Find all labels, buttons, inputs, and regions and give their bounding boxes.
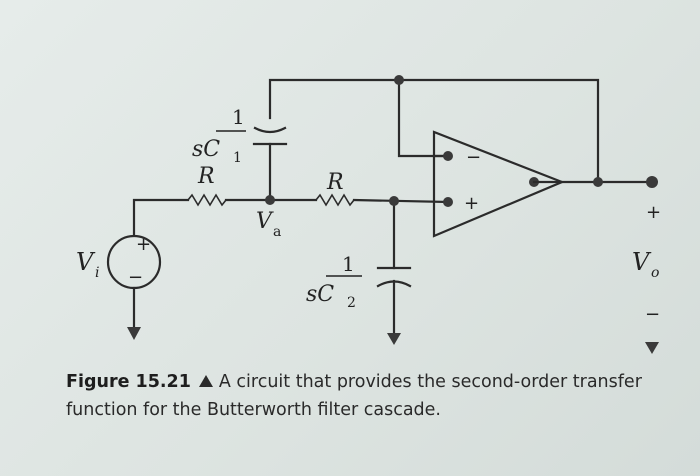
vi-subscript: i bbox=[95, 265, 99, 281]
top-junction-node bbox=[394, 75, 404, 85]
noninverting-input-wire bbox=[352, 198, 450, 204]
vo-label: V bbox=[632, 248, 652, 276]
output-minus-terminal bbox=[645, 342, 659, 354]
inverting-input-wire bbox=[397, 78, 450, 158]
noninverting-input-node bbox=[443, 197, 453, 207]
c2-numerator: 1 bbox=[342, 252, 355, 276]
opamp-plus-sign: + bbox=[464, 193, 479, 214]
va-label: V bbox=[256, 209, 274, 234]
output-minus-sign: − bbox=[645, 304, 660, 325]
va-node bbox=[265, 195, 275, 205]
opamp-minus-sign: − bbox=[466, 147, 481, 168]
ground-arrow-c2 bbox=[387, 333, 401, 345]
output-terminal bbox=[646, 176, 658, 188]
va-subscript: a bbox=[273, 224, 281, 240]
r2-label: R bbox=[326, 170, 344, 195]
vi-label: V bbox=[76, 248, 96, 276]
c1-subscript: 1 bbox=[233, 150, 242, 166]
source-top-wire bbox=[132, 198, 190, 237]
resistor-r1 bbox=[187, 193, 227, 207]
output-plus-sign: + bbox=[646, 202, 661, 223]
source-plus-sign: + bbox=[136, 234, 151, 255]
ground-arrow-source bbox=[127, 327, 141, 340]
c1-numerator: 1 bbox=[232, 105, 245, 129]
c2-subscript: 2 bbox=[347, 295, 356, 311]
triangle-icon bbox=[198, 375, 213, 387]
caption-text: A circuit that provides the second-order… bbox=[66, 372, 642, 420]
r1-label: R bbox=[197, 164, 215, 189]
capacitor-c1-upper-plate bbox=[253, 126, 287, 134]
c2-junction-node bbox=[389, 196, 399, 206]
vo-subscript: o bbox=[651, 265, 659, 281]
output-junction-node bbox=[593, 177, 603, 187]
c1-denominator: sC bbox=[192, 137, 220, 162]
source-minus-sign: − bbox=[128, 267, 143, 288]
opamp-triangle bbox=[432, 130, 565, 238]
inverting-input-node bbox=[443, 151, 453, 161]
resistor-r2 bbox=[315, 193, 355, 207]
figure-number: Figure 15.21 bbox=[66, 372, 191, 392]
feedback-wire-top bbox=[268, 78, 600, 184]
c2-denominator: sC bbox=[306, 282, 334, 307]
